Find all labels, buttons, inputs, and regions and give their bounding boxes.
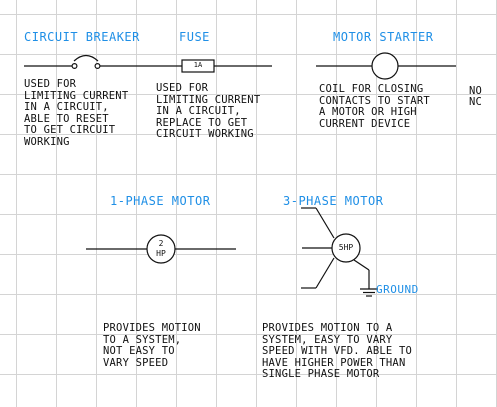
contact-no-label: NO xyxy=(469,85,483,97)
fuse-symbol xyxy=(150,59,272,73)
motor-starter-title: MOTOR STARTER xyxy=(333,30,434,44)
fuse-rating: 1A xyxy=(193,61,203,69)
ground-label: GROUND xyxy=(376,283,419,296)
fuse-description: USED FOR LIMITING CURRENT IN A CIRCUIT, … xyxy=(156,82,261,140)
three-phase-motor-rating: 5HP xyxy=(338,243,354,252)
contact-nc-label: NC xyxy=(469,96,483,108)
circuit-breaker-description: USED FOR LIMITING CURRENT IN A CIRCUIT, … xyxy=(24,78,129,148)
single-phase-motor-description: PROVIDES MOTION TO A SYSTEM, NOT EASY TO… xyxy=(103,322,201,369)
circuit-breaker-symbol xyxy=(24,54,150,69)
three-phase-motor-title: 3-PHASE MOTOR xyxy=(283,194,384,208)
circuit-breaker-title: CIRCUIT BREAKER xyxy=(24,30,140,44)
motor-starter-description: COIL FOR CLOSING CONTACTS TO START A MOT… xyxy=(319,83,430,130)
single-phase-motor-rating-bottom: HP xyxy=(156,249,166,258)
three-phase-motor-symbol xyxy=(301,207,378,297)
single-phase-motor-rating-top: 2 xyxy=(158,239,164,248)
three-phase-motor-description: PROVIDES MOTION TO A SYSTEM, EASY TO VAR… xyxy=(262,322,412,380)
motor-starter-coil-symbol xyxy=(316,52,456,80)
single-phase-motor-symbol xyxy=(86,234,236,264)
fuse-title: FUSE xyxy=(179,30,210,44)
single-phase-motor-title: 1-PHASE MOTOR xyxy=(110,194,211,208)
